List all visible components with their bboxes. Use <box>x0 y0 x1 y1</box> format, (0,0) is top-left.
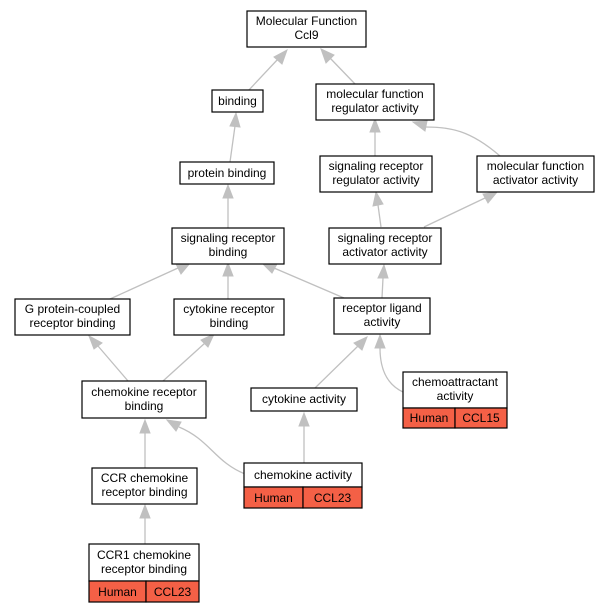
node-label-line: signaling receptor <box>338 231 433 245</box>
node-signaling-receptor-activator-activity[interactable]: signaling receptor activator activity <box>328 227 442 265</box>
node-label-line: CCR chemokine <box>101 471 189 485</box>
node-cytokine-activity[interactable]: cytokine activity <box>250 387 358 412</box>
node-label-line: regulator activity <box>331 101 418 115</box>
node-chemokine-receptor-binding[interactable]: chemokine receptor binding <box>81 380 207 419</box>
node-label-line: activity <box>437 389 474 403</box>
node-label-line: binding <box>209 245 248 259</box>
annotation-gene: CCL15 <box>462 411 500 425</box>
node-label-line: molecular function <box>326 87 423 101</box>
annotation-gene-cell <box>145 580 200 603</box>
node-label-line: Ccl9 <box>294 28 318 42</box>
node-label-line: receptor ligand <box>342 301 421 315</box>
edge-mfra-root <box>320 48 357 86</box>
node-label-line: chemokine receptor <box>91 385 196 399</box>
node-signaling-receptor-binding[interactable]: signaling receptor binding <box>171 227 285 265</box>
annotation-species: Human <box>410 411 449 425</box>
annotation-gene-cell <box>302 486 363 509</box>
edge-binding-root <box>247 48 288 92</box>
node-ccr1-chemokine-receptor-binding[interactable]: CCR1 chemokine receptor binding Human CC… <box>88 543 200 603</box>
edge-ccrb-chemorb <box>139 418 151 468</box>
node-label-line: signaling receptor <box>329 159 424 173</box>
node-label-line: receptor binding <box>101 485 187 499</box>
node-label-line: Molecular Function <box>256 14 357 28</box>
edge-chemoattr-rla <box>374 333 404 393</box>
node-label-line: receptor binding <box>101 562 187 576</box>
node-protein-binding[interactable]: protein binding <box>179 161 275 185</box>
node-label-line: activity <box>364 315 401 329</box>
edge-chemorb-gpcr <box>88 334 129 382</box>
edge-crb-srb <box>222 261 234 299</box>
edge-sraa-srra <box>372 190 384 228</box>
annotation-species: Human <box>254 491 293 505</box>
node-label-line: activator activity <box>493 173 578 187</box>
edge-rla-srb <box>260 262 345 299</box>
edge-protein-binding <box>229 111 241 163</box>
edge-rla-sraa <box>377 263 389 299</box>
node-binding[interactable]: binding <box>211 89 264 113</box>
annotation-gene: CCL23 <box>314 491 352 505</box>
node-label-line: activator activity <box>342 245 427 259</box>
edge-chemact-cytact <box>298 411 310 463</box>
node-label-line: chemokine activity <box>254 468 352 482</box>
node-molecular-function-regulator-activity[interactable]: molecular function regulator activity <box>315 83 435 121</box>
edge-sraa-mfaa <box>423 191 499 228</box>
edge-ccr1-ccrb <box>139 503 151 544</box>
edges <box>88 48 501 544</box>
node-ccr-chemokine-receptor-binding[interactable]: CCR chemokine receptor binding <box>91 467 198 505</box>
node-receptor-ligand-activity[interactable]: receptor ligand activity <box>333 297 431 335</box>
node-label-line: binding <box>218 94 257 108</box>
edge-srb-protein <box>222 183 234 228</box>
edge-chemact-chemorb <box>165 419 246 475</box>
edge-chemorb-crb <box>162 332 216 382</box>
node-molecular-function-activator-activity[interactable]: molecular function activator activity <box>476 155 595 193</box>
node-label-line: regulator activity <box>332 173 419 187</box>
node-label-line: molecular function <box>487 159 584 173</box>
node-label-line: signaling receptor <box>181 231 276 245</box>
node-label-line: chemoattractant <box>412 375 499 389</box>
edge-mfaa-mfra <box>411 120 501 157</box>
edge-srra-mfra <box>369 117 381 156</box>
annotation-species: Human <box>98 585 137 599</box>
annotation-gene-cell <box>454 407 508 429</box>
node-label-line: cytokine receptor <box>183 302 274 316</box>
node-label-line: binding <box>210 316 249 330</box>
annotation-gene: CCL23 <box>154 585 192 599</box>
node-chemoattractant-activity[interactable]: chemoattractant activity Human CCL15 <box>402 371 508 429</box>
node-label-line: receptor binding <box>29 316 115 330</box>
node-label-line: protein binding <box>188 166 267 180</box>
node-label-line: cytokine activity <box>262 392 346 406</box>
node-cytokine-receptor-binding[interactable]: cytokine receptor binding <box>173 298 285 336</box>
node-molecular-function-root[interactable]: Molecular Function Ccl9 <box>246 10 367 48</box>
edge-gpcr-srb <box>109 262 192 300</box>
edge-cytact-rla <box>314 336 368 389</box>
node-label-line: G protein-coupled <box>25 302 120 316</box>
node-label-line: binding <box>125 399 164 413</box>
node-signaling-receptor-regulator-activity[interactable]: signaling receptor regulator activity <box>319 155 433 193</box>
node-chemokine-activity[interactable]: chemokine activity Human CCL23 <box>243 462 363 509</box>
node-g-protein-coupled-receptor-binding[interactable]: G protein-coupled receptor binding <box>14 298 131 336</box>
node-label-line: CCR1 chemokine <box>97 548 191 562</box>
